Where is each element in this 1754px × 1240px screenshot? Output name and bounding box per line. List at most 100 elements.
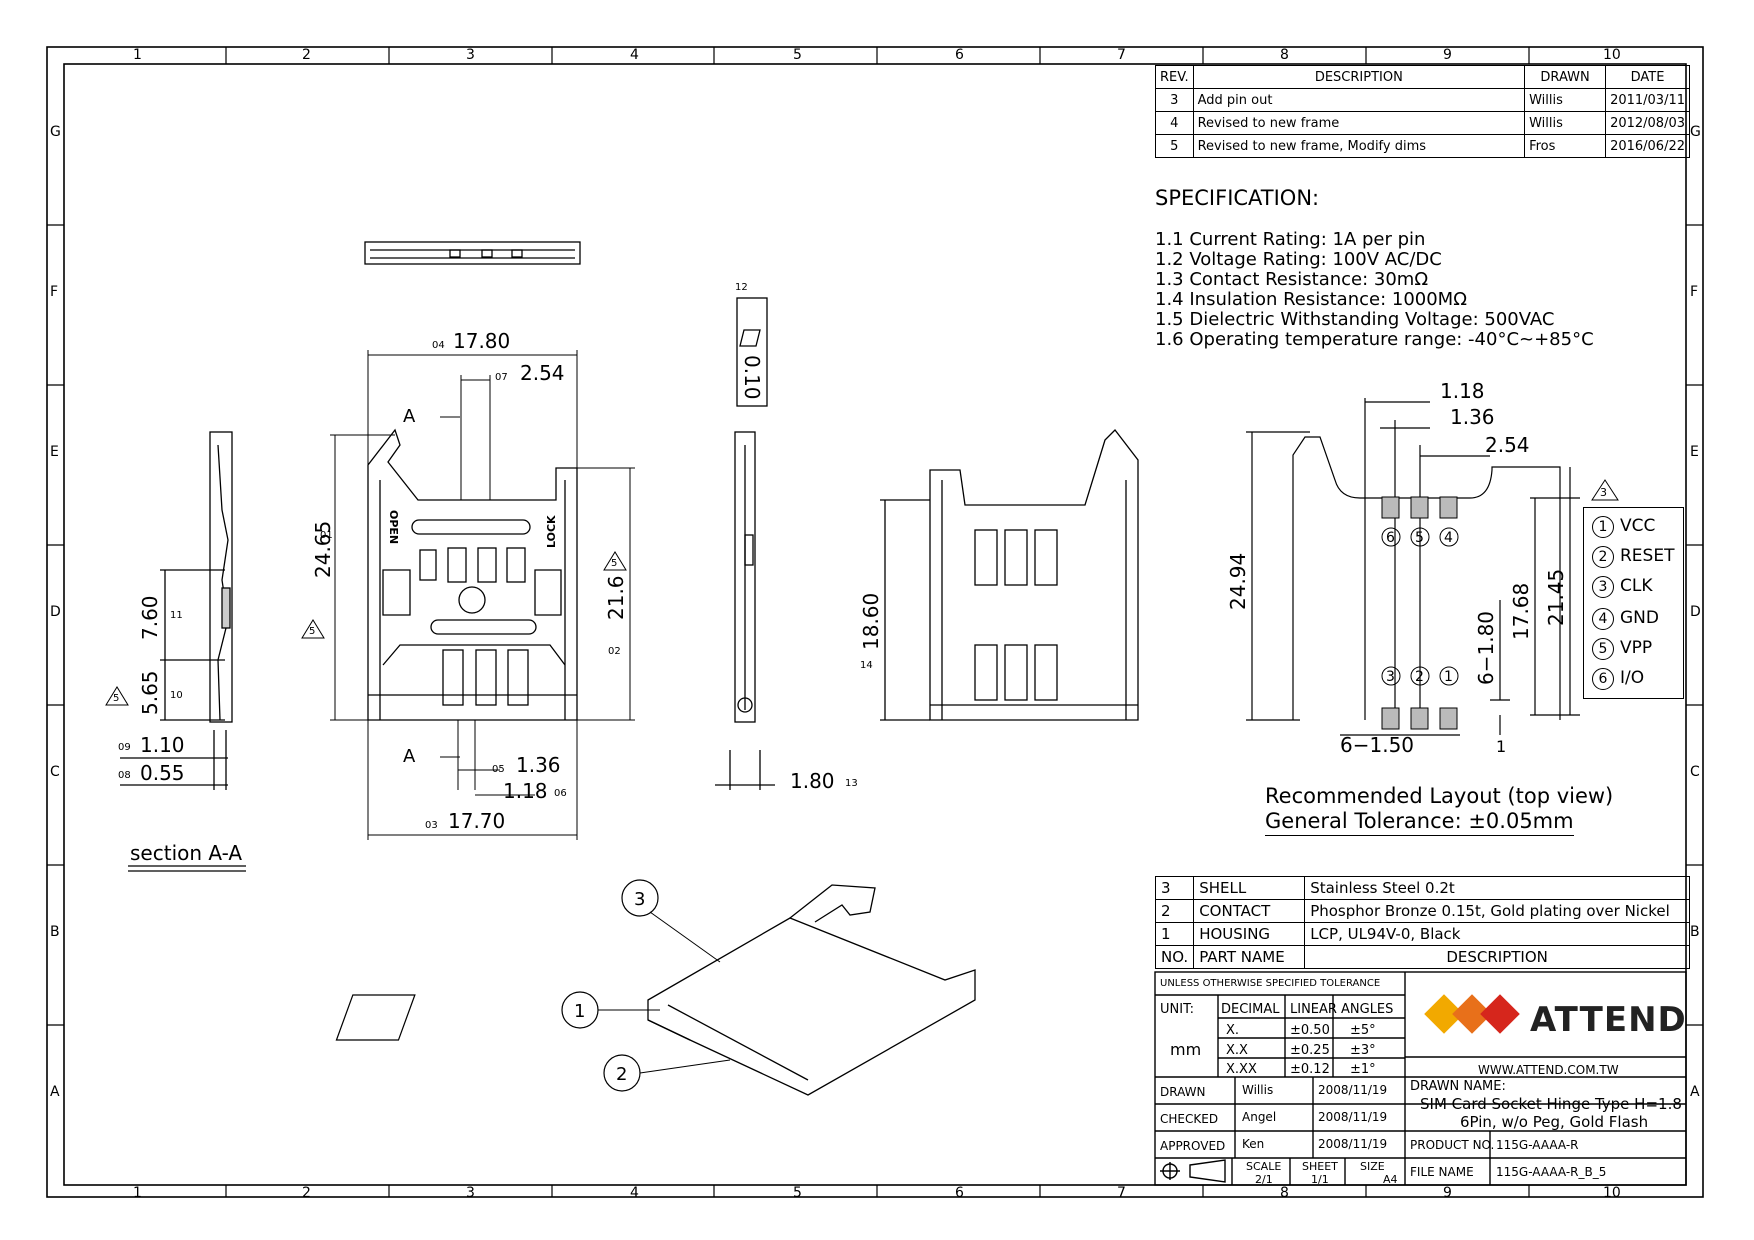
dim-p3: 1.18 xyxy=(503,779,548,803)
drawn-by: Willis xyxy=(1242,1083,1274,1097)
col-label: 10 xyxy=(1603,47,1621,63)
table-row: 5 Revised to new frame, Modify dims Fros… xyxy=(1155,134,1690,158)
dim-p2-tag: 05 xyxy=(492,764,505,775)
bom-desc: LCP, UL94V-0, Black xyxy=(1304,922,1690,946)
tol-header: LINEAR xyxy=(1290,1002,1337,1017)
iso-callout-3: 3 xyxy=(634,889,645,910)
dim-section-a-tag: 11 xyxy=(170,610,183,621)
bom-header-cell: DESCRIPTION xyxy=(1304,945,1690,969)
front-view xyxy=(880,429,1139,721)
table-row: 3 Add pin out Willis 2011/03/11 xyxy=(1155,88,1690,112)
col-label: 6 xyxy=(955,1185,964,1201)
unit-label: UNIT: xyxy=(1160,1002,1194,1017)
product-no: 115G-AAAA-R xyxy=(1496,1138,1579,1152)
spec-item: 1.3 Contact Resistance: 30mΩ xyxy=(1155,269,1429,290)
outer-frame xyxy=(46,46,1704,1198)
iso-callout-1: 1 xyxy=(574,1001,585,1022)
scale-label: SCALE xyxy=(1246,1160,1282,1173)
dim-section-a: 7.60 xyxy=(138,595,162,640)
col-label: 3 xyxy=(466,1185,475,1201)
file-name: 115G-AAAA-R_B_5 xyxy=(1496,1165,1607,1179)
layout-dim-d5: 17.68 xyxy=(1509,583,1533,640)
rev-drawn: Fros xyxy=(1524,134,1607,158)
col-label: 7 xyxy=(1117,47,1126,63)
col-label: 2 xyxy=(302,47,311,63)
row-label: C xyxy=(1690,764,1700,780)
col-label: 4 xyxy=(630,1185,639,1201)
section-view xyxy=(120,431,233,790)
pin-name: GND xyxy=(1620,608,1659,628)
col-label: 1 xyxy=(133,47,142,63)
row-label: D xyxy=(1690,604,1701,620)
bom-part: CONTACT xyxy=(1193,899,1306,923)
dim-section-d: 0.55 xyxy=(140,761,185,785)
dim-h1-tag: 01 xyxy=(320,530,333,541)
size-value: A4 xyxy=(1383,1173,1398,1186)
rev-date: 2011/03/11 xyxy=(1605,88,1690,112)
drawn-label: DRAWN xyxy=(1160,1085,1206,1099)
tol-cell: X.X xyxy=(1226,1043,1248,1058)
col-label: 5 xyxy=(793,47,802,63)
bom-desc: Stainless Steel 0.2t xyxy=(1304,876,1690,900)
rev-mark-right: 5 xyxy=(611,558,617,569)
tol-cell: ±1° xyxy=(1350,1062,1376,1077)
rev-header-cell: DESCRIPTION xyxy=(1192,65,1526,89)
socket-top-view xyxy=(367,428,578,721)
dim-w2: 17.70 xyxy=(448,809,505,833)
open-label: OPEN xyxy=(387,510,400,544)
pad-label: 4 xyxy=(1444,530,1453,546)
pin-name: CLK xyxy=(1620,576,1653,596)
rev-triangle xyxy=(603,551,627,571)
unit-value: mm xyxy=(1170,1040,1202,1059)
approved-by: Ken xyxy=(1242,1137,1265,1151)
row-label: A xyxy=(1690,1084,1700,1100)
section-mark-bottom: A xyxy=(403,746,416,767)
rev-cell: 4 xyxy=(1155,111,1194,135)
dim-p2: 1.36 xyxy=(516,753,561,777)
table-row: 4 Revised to new frame Willis 2012/08/03 xyxy=(1155,111,1690,135)
tol-cell: ±0.25 xyxy=(1290,1043,1330,1058)
pinout-rev-mark: 3 xyxy=(1600,486,1607,499)
company-website: WWW.ATTEND.COM.TW xyxy=(1478,1063,1619,1077)
dim-w2-tag: 03 xyxy=(425,820,438,831)
scale-value: 2/1 xyxy=(1255,1173,1273,1186)
dim-w1: 17.80 xyxy=(453,329,510,353)
rev-mark-left: 5 xyxy=(309,626,315,637)
approved-label: APPROVED xyxy=(1160,1139,1226,1153)
pad-label: 6 xyxy=(1386,530,1395,546)
dim-front-h-tag: 14 xyxy=(860,660,873,671)
layout-title: Recommended Layout (top view) xyxy=(1265,784,1614,808)
rev-desc: Revised to new frame, Modify dims xyxy=(1192,134,1526,158)
checked-label: CHECKED xyxy=(1160,1112,1219,1126)
pin-name: RESET xyxy=(1620,546,1675,566)
table-row: 3 SHELL Stainless Steel 0.2t xyxy=(1154,876,1690,900)
tol-header: ANGLES xyxy=(1341,1002,1394,1017)
tol-cell: ±5° xyxy=(1350,1023,1376,1038)
rev-triangle xyxy=(105,686,129,706)
drawn-name-label: DRAWN NAME: xyxy=(1410,1079,1506,1094)
tol-cell: X. xyxy=(1226,1023,1240,1038)
bom-no: 3 xyxy=(1154,876,1195,900)
row-label: F xyxy=(1690,284,1699,300)
spec-item: 1.2 Voltage Rating: 100V AC/DC xyxy=(1155,249,1442,270)
table-row: 1 HOUSING LCP, UL94V-0, Black xyxy=(1154,922,1690,946)
dim-w1-tag: 04 xyxy=(432,340,445,351)
spec-item: 1.4 Insulation Resistance: 1000MΩ xyxy=(1155,289,1467,310)
col-label: 2 xyxy=(302,1185,311,1201)
pad-label: 1 xyxy=(1444,669,1453,685)
bom-no: 2 xyxy=(1154,899,1195,923)
col-label: 6 xyxy=(955,47,964,63)
dim-section-c: 1.10 xyxy=(140,733,185,757)
table-row: 2 CONTACT Phosphor Bronze 0.15t, Gold pl… xyxy=(1154,899,1690,923)
sheet-label: SHEET xyxy=(1302,1160,1338,1173)
attend-logo-mark xyxy=(1424,994,1520,1034)
size-label: SIZE xyxy=(1360,1160,1385,1173)
col-label: 7 xyxy=(1117,1185,1126,1201)
layout-dim-d4: 24.94 xyxy=(1226,553,1250,610)
rev-cell: 5 xyxy=(1155,134,1194,158)
row-label: B xyxy=(1690,924,1700,940)
bom-header-cell: NO. xyxy=(1154,945,1195,969)
